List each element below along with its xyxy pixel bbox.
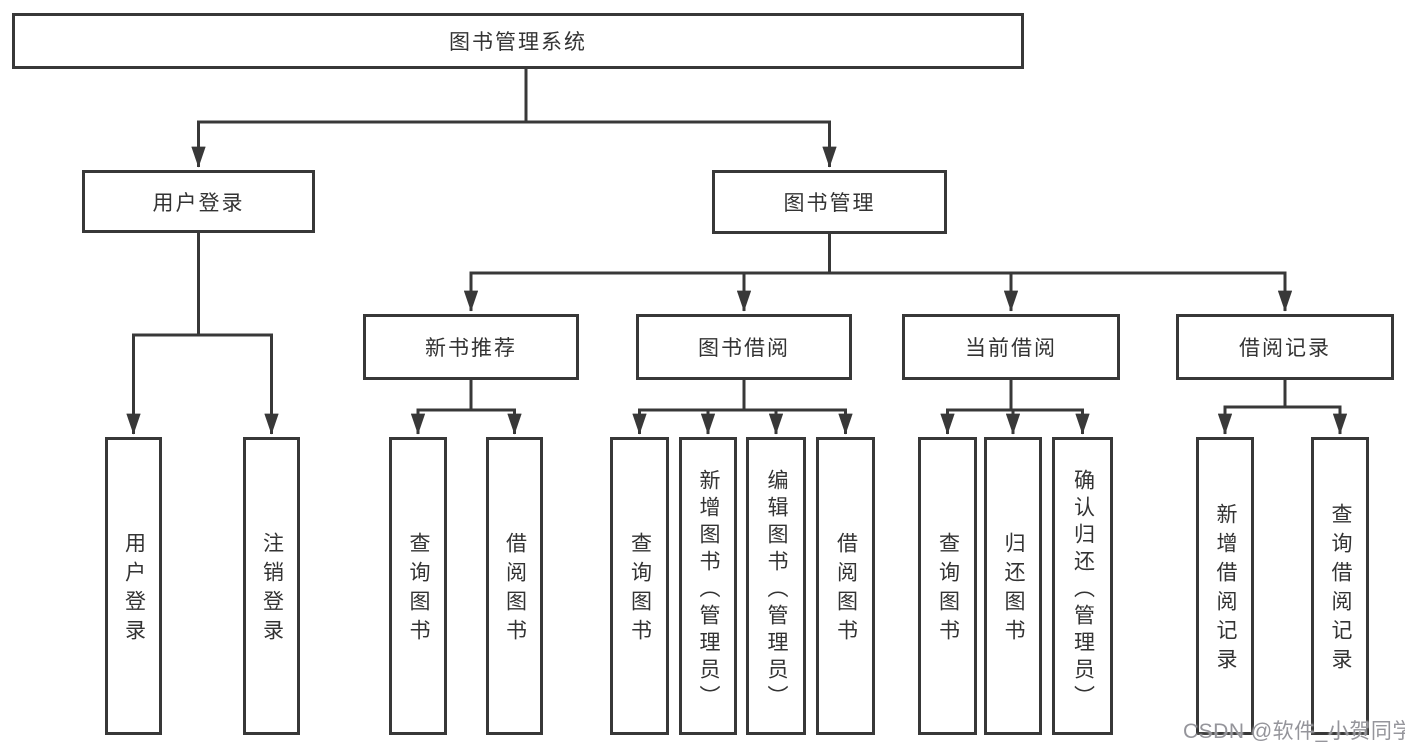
- node-current-borrowing: 当前借阅: [902, 314, 1120, 380]
- leaf-logout-login: 注销登录: [243, 437, 300, 735]
- leaf-return-books: 归还图书: [984, 437, 1042, 735]
- leaf-borrow-books-under-borrowing: 借阅图书: [816, 437, 875, 735]
- node-new-book-recommend: 新书推荐: [363, 314, 579, 380]
- csdn-watermark: CSDN @软件_小贺同学: [1183, 720, 1405, 743]
- leaf-borrow-books-under-recommend: 借阅图书: [486, 437, 543, 735]
- node-book-management: 图书管理: [712, 170, 947, 234]
- leaf-query-books-under-current: 查询图书: [918, 437, 977, 735]
- leaf-add-books-admin: 新增图书（管理员）: [679, 437, 737, 735]
- node-user-login: 用户登录: [82, 170, 315, 233]
- leaf-confirm-return-admin: 确认归还（管理员）: [1052, 437, 1113, 735]
- leaf-user-login: 用户登录: [105, 437, 162, 735]
- leaf-add-borrow-record: 新增借阅记录: [1196, 437, 1254, 735]
- leaf-query-books-under-borrowing: 查询图书: [610, 437, 669, 735]
- node-borrowing-records: 借阅记录: [1176, 314, 1394, 380]
- leaf-query-borrow-record: 查询借阅记录: [1311, 437, 1369, 735]
- leaf-edit-books-admin: 编辑图书（管理员）: [746, 437, 806, 735]
- node-library-system: 图书管理系统: [12, 13, 1024, 69]
- leaf-query-books-under-recommend: 查询图书: [389, 437, 447, 735]
- node-book-borrowing: 图书借阅: [636, 314, 852, 380]
